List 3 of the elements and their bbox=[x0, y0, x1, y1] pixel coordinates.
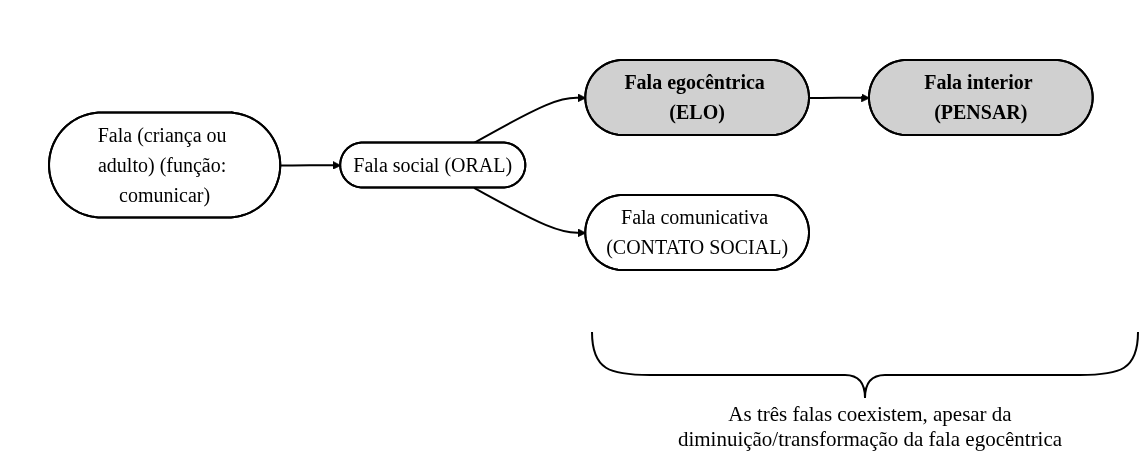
arrow bbox=[279, 160, 341, 170]
arrow bbox=[472, 187, 586, 238]
note-text: As três falas coexistem, apesar da diminuição/transformação da fala egocêntrica bbox=[676, 402, 1064, 452]
